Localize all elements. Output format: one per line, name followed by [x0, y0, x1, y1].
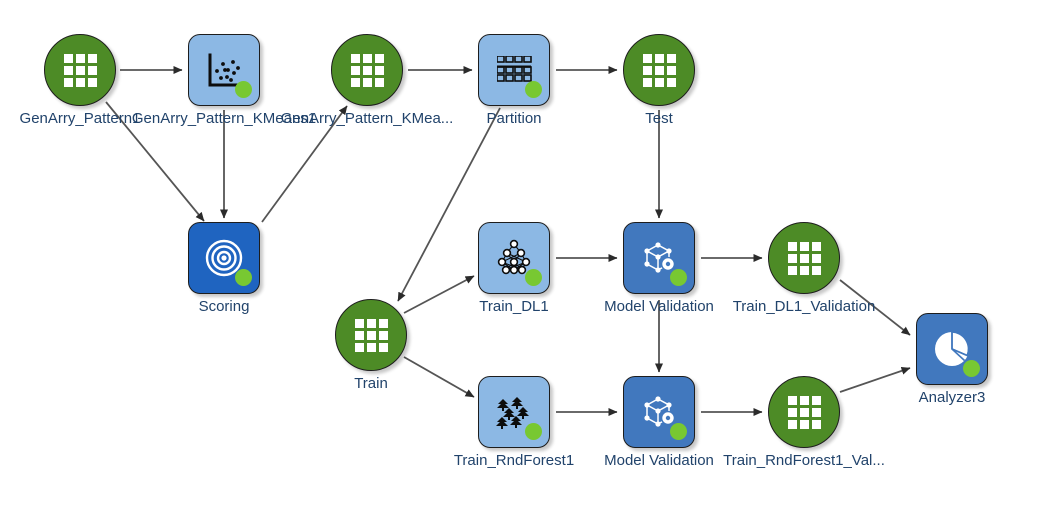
node-label-scoring: Scoring	[198, 298, 250, 315]
node-label-model_validation_rf: Model Validation	[604, 452, 714, 469]
node-label-kmeans_learner: GenArry_Pattern_KMeans1	[131, 110, 317, 127]
node-body-model_validation_dl[interactable]	[623, 222, 695, 294]
connection-edges	[105, 66, 911, 416]
node-label-train_dl1_validation: Train_DL1_Validation	[732, 298, 876, 315]
node-body-kmeans_learner[interactable]	[188, 34, 260, 106]
table-grid-icon	[350, 53, 384, 87]
node-body-train_dl1_validation[interactable]	[768, 222, 840, 294]
node-label-analyzer3: Analyzer3	[918, 389, 986, 406]
node-body-train_rndforest1[interactable]	[478, 376, 550, 448]
node-label-partition: Partition	[486, 110, 542, 127]
edge-scoring-to-kmeans_result[interactable]	[261, 105, 348, 223]
node-label-train: Train	[354, 375, 388, 392]
node-body-analyzer3[interactable]	[916, 313, 988, 385]
edge-train-to-train_dl1[interactable]	[403, 275, 475, 314]
status-dot-model_validation_rf	[670, 423, 687, 440]
node-body-train_dl1[interactable]	[478, 222, 550, 294]
scatter-plot-icon	[208, 53, 242, 87]
node-body-partition[interactable]	[478, 34, 550, 106]
table-grid-icon	[787, 241, 821, 275]
model-cube-icon	[644, 242, 676, 273]
random-forest-icon	[496, 397, 529, 429]
node-label-model_validation_dl: Model Validation	[604, 298, 714, 315]
node-body-model_validation_rf[interactable]	[623, 376, 695, 448]
table-grid-icon	[354, 318, 388, 352]
node-label-gen_pattern1: GenArry_Pattern1	[19, 110, 141, 127]
node-body-kmeans_result[interactable]	[331, 34, 403, 106]
status-dot-kmeans_learner	[235, 81, 252, 98]
status-dot-scoring	[235, 269, 252, 286]
node-label-test: Test	[645, 110, 673, 127]
edge-train_dl1_validation-to-analyzer3[interactable]	[839, 279, 911, 336]
target-rings-icon	[205, 239, 243, 277]
model-cube-icon	[644, 396, 676, 427]
node-label-train_dl1: Train_DL1	[479, 298, 549, 315]
status-dot-train_rndforest1	[525, 423, 542, 440]
edge-train-to-train_rndforest1[interactable]	[403, 356, 475, 398]
edge-partition-to-train[interactable]	[397, 107, 501, 302]
pie-chart-icon	[935, 331, 970, 366]
node-label-train_rndforest1_validation: Train_RndForest1_Val...	[723, 452, 885, 469]
table-grid-icon	[642, 53, 676, 87]
edge-gen_pattern1-to-scoring[interactable]	[105, 101, 205, 222]
node-body-train_rndforest1_validation[interactable]	[768, 376, 840, 448]
edge-train_rndforest1_validation-to-analyzer3[interactable]	[839, 366, 911, 393]
node-label-train_rndforest1: Train_RndForest1	[453, 452, 575, 469]
node-body-train[interactable]	[335, 299, 407, 371]
node-body-gen_pattern1[interactable]	[44, 34, 116, 106]
node-label-kmeans_result: GenArry_Pattern_KMea...	[280, 110, 454, 127]
node-body-test[interactable]	[623, 34, 695, 106]
node-body-scoring[interactable]	[188, 222, 260, 294]
status-dot-train_dl1	[525, 269, 542, 286]
table-grid-icon	[63, 53, 97, 87]
partition-table-icon	[496, 55, 532, 82]
neural-network-icon	[497, 239, 531, 275]
status-dot-analyzer3	[963, 360, 980, 377]
status-dot-partition	[525, 81, 542, 98]
table-grid-icon	[787, 395, 821, 429]
status-dot-model_validation_dl	[670, 269, 687, 286]
